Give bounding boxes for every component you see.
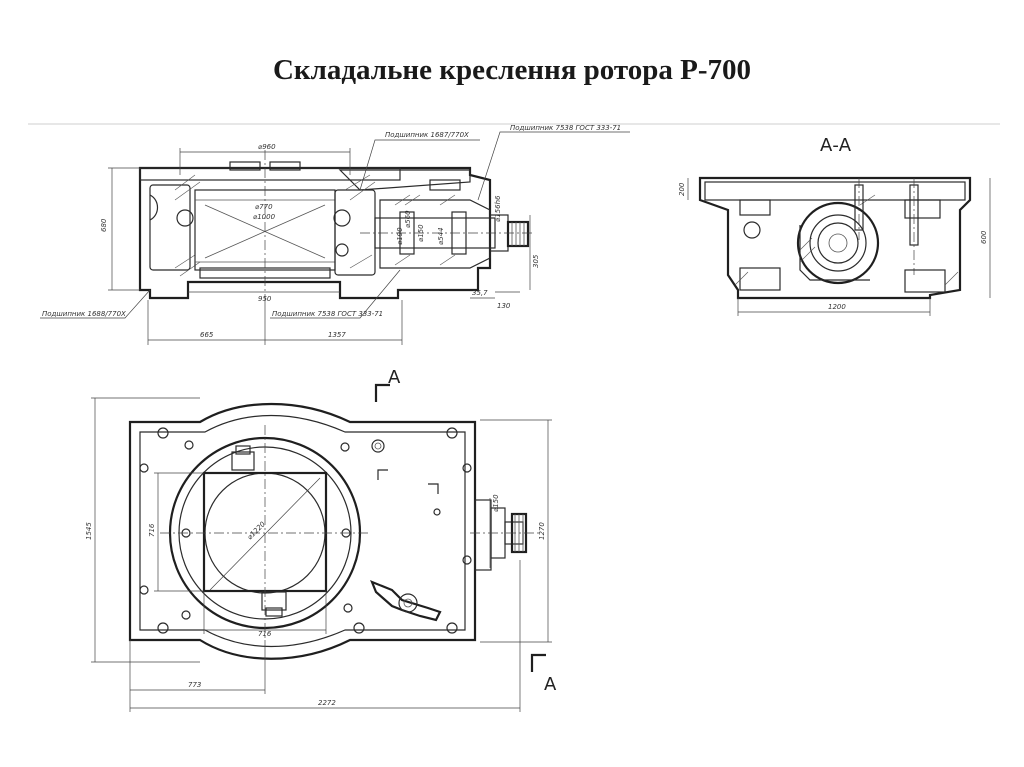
dim-w357: 35,7 [472, 289, 488, 297]
dim-w1200: 1200 [828, 303, 846, 311]
dim-h680: 680 [100, 218, 108, 232]
dim-d560: ⌀560 [404, 210, 412, 228]
dim-h200: 200 [678, 182, 686, 196]
section-label: А-А [820, 135, 852, 156]
bolt-holes [139, 427, 472, 634]
callout-bearing-1687: Подшипник 1687/770Х [385, 131, 469, 139]
dim-w665: 665 [200, 331, 214, 339]
dim-h1545: 1545 [85, 522, 93, 540]
dim-d1220: ⌀1220 [246, 520, 268, 542]
dim-w2272: 2272 [318, 699, 336, 707]
callout-bearing-7538-top: Подшипник 7538 ГОСТ 333-71 [510, 124, 621, 132]
brake-handle [370, 580, 442, 622]
longitudinal-section: ⌀960 ⌀770 ⌀1000 680 950 665 1357 ⌀190 ⌀1… [40, 124, 630, 345]
slide-title: Складальне креслення ротора Р-700 [272, 54, 752, 86]
dim-d150b: ⌀150 [492, 494, 500, 512]
dim-d544: ⌀544 [437, 227, 445, 245]
dim-h716: 716 [258, 630, 272, 638]
dim-d190: ⌀190 [396, 227, 404, 245]
dim-d156: ⌀156h6 [494, 195, 502, 222]
dim-h1270: 1270 [538, 522, 546, 540]
dim-d150: ⌀150 [417, 224, 425, 242]
dim-d960: ⌀960 [258, 143, 276, 151]
dim-h305: 305 [532, 254, 540, 268]
section-a-a: А-А 200 600 1200 [678, 135, 991, 316]
dim-h600: 600 [980, 230, 988, 244]
dim-v716: 716 [148, 523, 156, 537]
cut-mark-bottom: А [544, 674, 557, 695]
callout-bearing-7538-bottom: Подшипник 7538 ГОСТ 333-71 [272, 310, 383, 318]
callout-bearing-1688: Подшипник 1688/770Х [42, 310, 126, 318]
dim-d770: ⌀770 [255, 203, 273, 211]
plan-view: А А 1545 1270 716 716 ⌀1220 773 2272 ⌀15… [85, 367, 557, 712]
dim-w773: 773 [188, 681, 201, 689]
dim-w950: 950 [258, 295, 272, 303]
dim-d1000: ⌀1000 [253, 213, 276, 221]
dim-w130: 130 [497, 302, 511, 310]
dim-w1357: 1357 [328, 331, 346, 339]
cut-mark-top: А [388, 367, 401, 388]
